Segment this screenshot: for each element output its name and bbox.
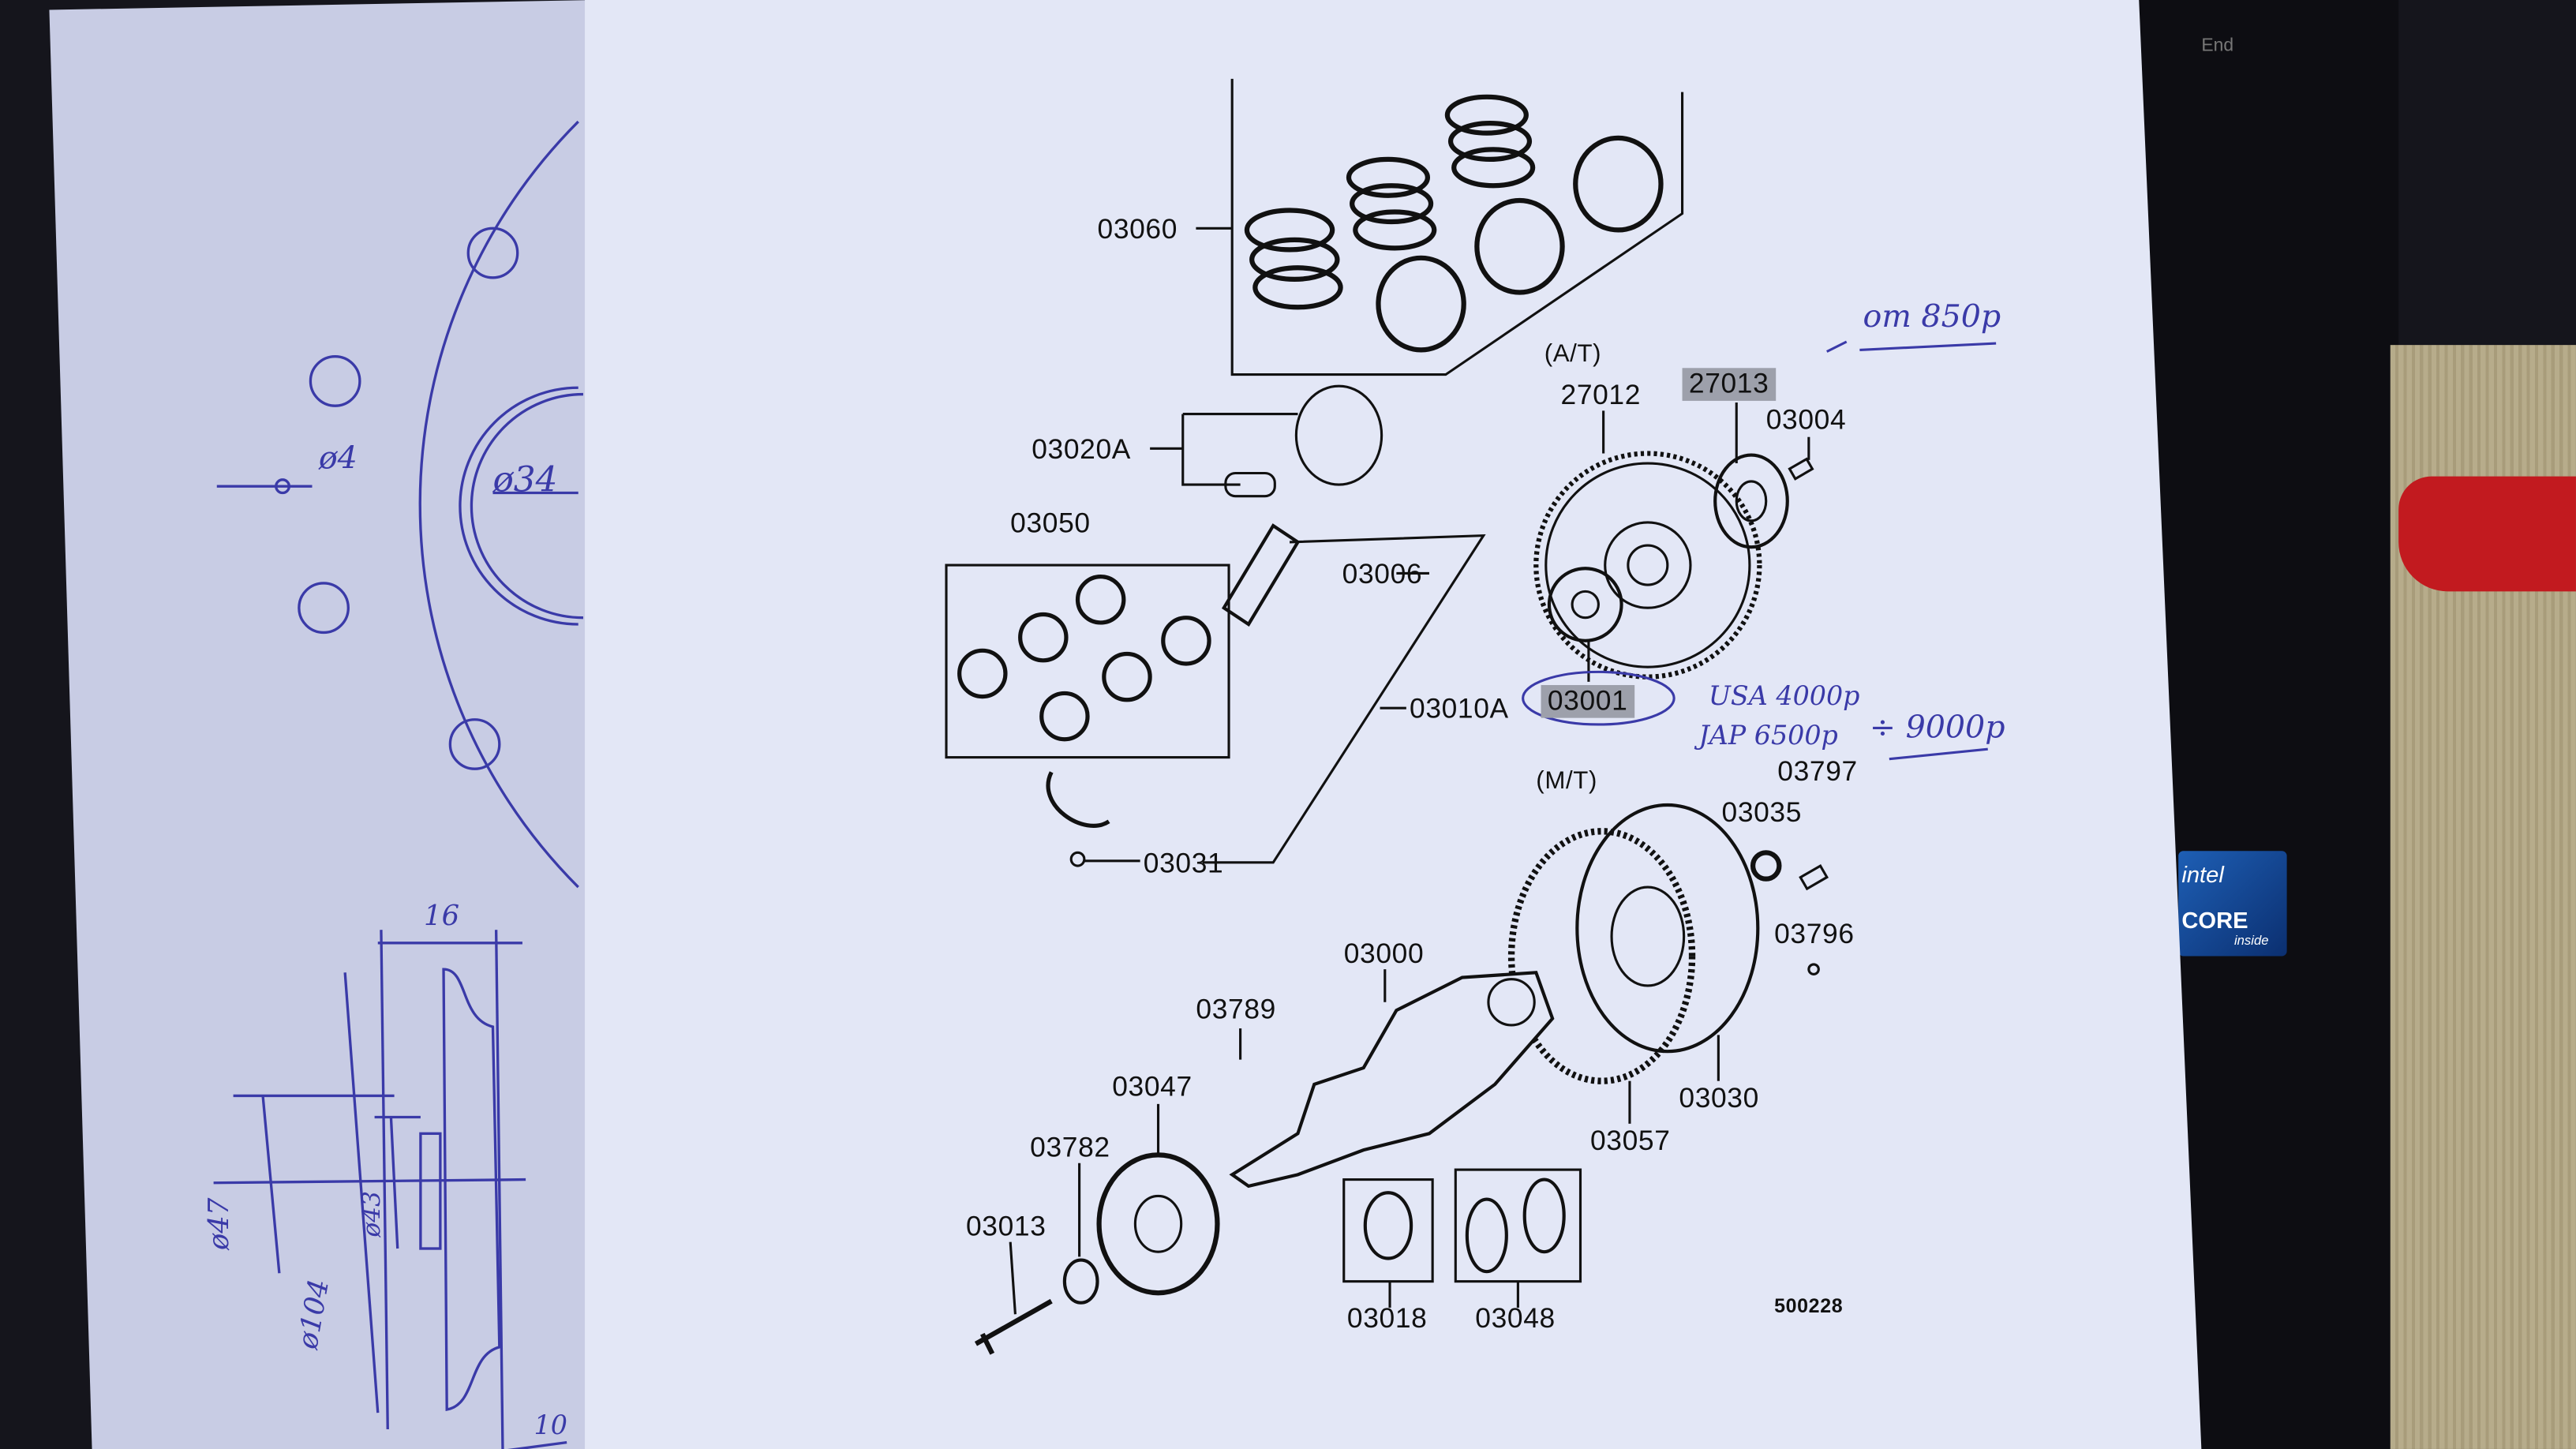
dim-hole: ø4 — [318, 440, 358, 477]
part-03020A: 03020A — [1032, 433, 1132, 466]
part-27013: 27013 — [1682, 368, 1776, 401]
part-03048: 03048 — [1475, 1302, 1556, 1335]
red-object — [2398, 476, 2576, 592]
part-03060: 03060 — [1097, 213, 1178, 245]
adapter-plate — [1547, 567, 1623, 642]
circle-03001 — [1522, 670, 1676, 726]
piston-ring-box — [1230, 78, 1684, 376]
note-price-jap: JAP 6500р — [1698, 719, 1838, 751]
part-03006: 03006 — [1342, 558, 1423, 590]
part-03782: 03782 — [1030, 1132, 1110, 1163]
variant-mt: (M/T) — [1536, 767, 1597, 796]
ring-gear — [1507, 828, 1696, 1084]
variant-at: (A/T) — [1544, 339, 1602, 369]
sticker-line: CORE — [2181, 907, 2248, 934]
note-price-range: ÷ 9000р — [1869, 710, 2005, 747]
part-03001: 03001 — [1541, 685, 1634, 718]
part-03057: 03057 — [1589, 1125, 1671, 1157]
part-03000: 03000 — [1343, 938, 1425, 970]
part-03047: 03047 — [1112, 1071, 1193, 1103]
pulley — [1096, 1152, 1220, 1296]
part-03018: 03018 — [1346, 1302, 1428, 1335]
dim-width: 16 — [424, 900, 460, 934]
part-03050: 03050 — [1010, 507, 1091, 539]
piston — [1294, 384, 1383, 486]
part-03030: 03030 — [1679, 1082, 1759, 1114]
dim-thickness: 10 — [534, 1410, 567, 1441]
part-27012: 27012 — [1560, 379, 1642, 411]
part-03796: 03796 — [1774, 918, 1855, 950]
part-03004: 03004 — [1765, 404, 1847, 436]
crankshaft — [1229, 971, 1555, 1189]
bolt — [974, 1298, 1053, 1355]
part-03797: 03797 — [1777, 755, 1858, 788]
part-03013: 03013 — [965, 1211, 1046, 1242]
bearings — [957, 575, 1211, 828]
sticker-inside: inside — [2233, 933, 2269, 949]
thrust-box — [1342, 1178, 1434, 1283]
sticker-brand: intel — [2181, 860, 2224, 888]
dim-center: ø34 — [492, 459, 558, 500]
part-03789: 03789 — [1196, 994, 1276, 1025]
key-end: End — [2201, 36, 2234, 56]
flywheel-sketch — [213, 120, 583, 1449]
part-03010A: 03010A — [1410, 693, 1509, 724]
conn-rod — [1221, 523, 1301, 627]
flexplate — [1533, 451, 1762, 680]
flywheel — [1575, 803, 1760, 1054]
note-price-27013: от 850р — [1863, 298, 2001, 335]
piston-rings — [1244, 94, 1664, 353]
part-03031: 03031 — [1143, 848, 1224, 879]
note-price-usa: USA 4000р — [1708, 680, 1860, 712]
spacer-plate — [1713, 453, 1789, 549]
intel-sticker: intel CORE inside — [2178, 851, 2287, 957]
bearing-box — [945, 564, 1230, 759]
part-03035: 03035 — [1721, 796, 1803, 829]
sheet-code: 500228 — [1774, 1294, 1844, 1318]
